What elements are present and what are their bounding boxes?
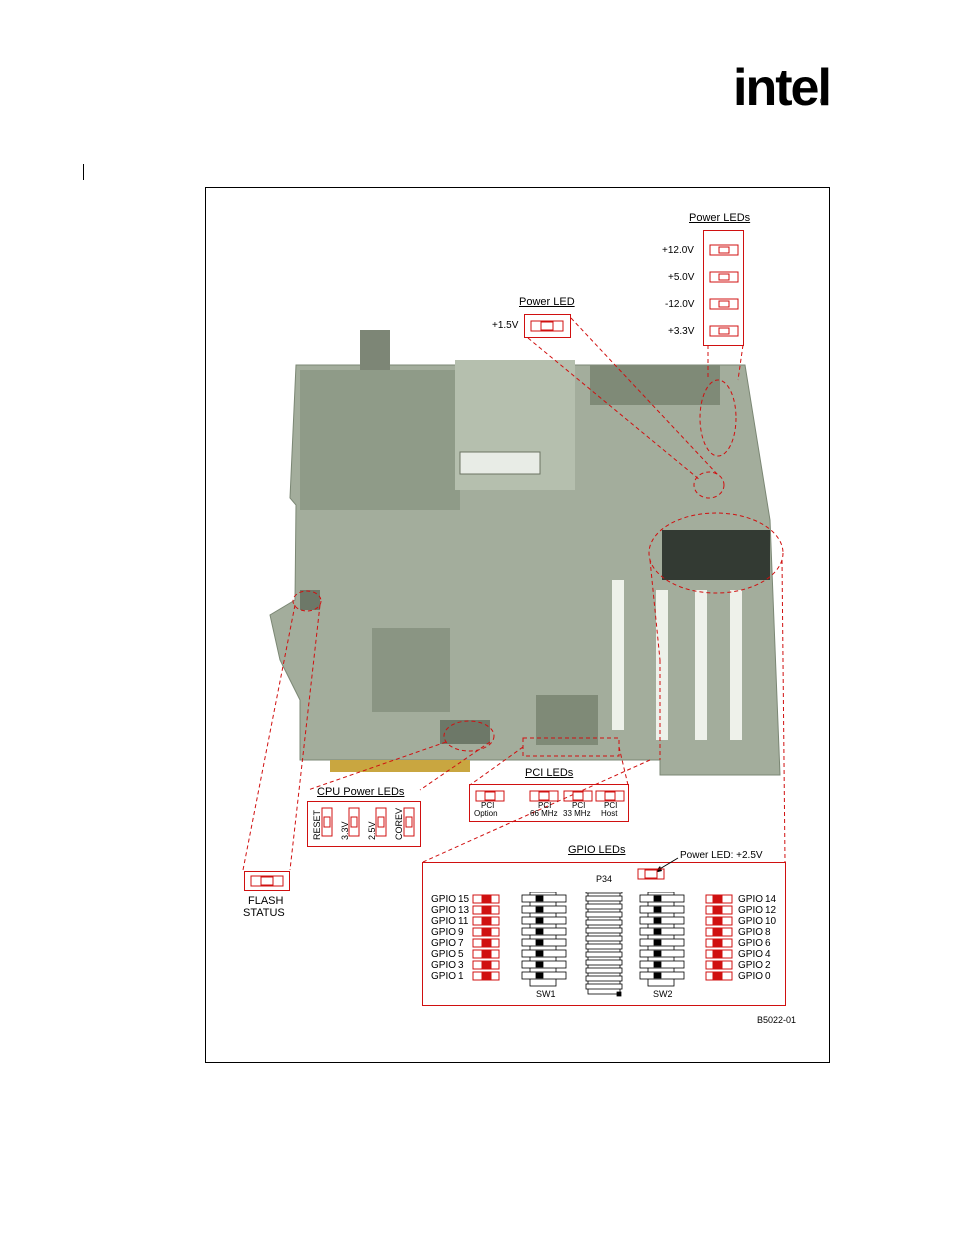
gpio-right-num: 4 <box>765 949 771 960</box>
gpio-left-num: 11 <box>458 916 469 927</box>
gpio-right-num: 10 <box>765 916 777 927</box>
gpio-right-name: GPIO <box>738 894 764 905</box>
flash-status-line2: STATUS <box>243 907 285 919</box>
gpio-left-num: 15 <box>458 894 470 905</box>
switch-sw2 <box>639 892 685 987</box>
gpio-led-column-right <box>705 894 733 981</box>
gpio-left-name: GPIO <box>431 916 457 927</box>
power-led-icons <box>709 244 739 337</box>
gpio-right-name: GPIO <box>738 938 764 949</box>
pci-leds-box <box>469 784 629 822</box>
gpio-left-num: 5 <box>458 949 464 960</box>
connector-label: P34 <box>596 874 613 884</box>
gpio-right-name: GPIO <box>738 916 764 927</box>
gpio-left-num: 7 <box>458 938 464 949</box>
gpio-left-name: GPIO <box>431 971 457 982</box>
gpio-left-name: GPIO <box>431 949 457 960</box>
led-1v5-icon <box>530 320 564 332</box>
gpio-right-name: GPIO <box>738 927 764 938</box>
gpio-left-name: GPIO <box>431 905 457 916</box>
gpio-left-num: 3 <box>458 960 464 971</box>
gpio-left-name: GPIO <box>431 938 457 949</box>
connector-p34 <box>585 892 623 997</box>
cpu-power-leds-box <box>307 801 421 847</box>
pci-66-line1: PCI <box>538 801 552 810</box>
gpio-right-num: 0 <box>765 971 771 982</box>
pci-option-line2: Option <box>474 809 498 818</box>
gpio-left-name: GPIO <box>431 960 457 971</box>
power-led-title: Power LED <box>519 296 575 308</box>
gpio-left-name: GPIO <box>431 894 457 905</box>
board-photo <box>269 330 781 776</box>
gpio-power-led-icon <box>637 857 679 880</box>
gpio-right-name: GPIO <box>738 949 764 960</box>
pci-leds-title: PCI LEDs <box>525 767 574 779</box>
gpio-power-led-label: Power LED: +2.5V <box>680 850 763 861</box>
cpu-led-icons <box>321 807 415 837</box>
gpio-right-num: 14 <box>765 894 777 905</box>
flash-status-line1: FLASH <box>248 895 284 907</box>
figure-frame <box>205 187 830 1063</box>
pci-option-line1: PCI <box>481 801 495 810</box>
gpio-led-array <box>472 892 733 997</box>
callout-lines <box>242 317 786 871</box>
gpio-left-num: 1 <box>458 971 464 982</box>
gpio-led-column-left <box>472 894 500 981</box>
pci-host-line2: Host <box>601 809 618 818</box>
gpio-right-name: GPIO <box>738 960 764 971</box>
pci-66-line2: 66 MHz <box>530 809 558 818</box>
gpio-left-name: GPIO <box>431 927 457 938</box>
power-led-label-12v: +12.0V <box>662 245 694 256</box>
power-led-label-5v: +5.0V <box>668 272 695 283</box>
gpio-right-name: GPIO <box>738 971 764 982</box>
pci-33-line1: PCI <box>572 801 586 810</box>
pci-33-line2: 33 MHz <box>563 809 591 818</box>
gpio-left-num: 13 <box>458 905 470 916</box>
power-led-label-3v3: +3.3V <box>668 326 695 337</box>
power-led-label-neg12v: -12.0V <box>665 299 695 310</box>
gpio-right-num: 8 <box>765 927 771 938</box>
pci-led-icons <box>475 790 625 802</box>
switch-left-label: SW1 <box>536 989 556 999</box>
cpu-power-leds-title: CPU Power LEDs <box>317 786 405 798</box>
registered-mark: ® <box>820 96 829 108</box>
flash-led-icon <box>250 875 284 887</box>
pci-host-line1: PCI <box>604 801 618 810</box>
gpio-right-num: 6 <box>765 938 771 949</box>
gpio-right-num: 12 <box>765 905 777 916</box>
power-leds-title: Power LEDs <box>689 212 751 224</box>
power-leds-box <box>703 230 744 346</box>
figure-id: B5022-01 <box>757 1015 797 1025</box>
gpio-leds-box <box>422 862 786 1006</box>
power-led-1v5-box <box>524 314 571 338</box>
flash-status-box <box>244 871 290 891</box>
power-led-1v5-label: +1.5V <box>492 320 519 331</box>
change-bar <box>83 164 84 180</box>
gpio-right-name: GPIO <box>738 905 764 916</box>
switch-sw1 <box>521 892 567 987</box>
gpio-left-num: 9 <box>458 927 464 938</box>
gpio-leds-title: GPIO LEDs <box>568 844 626 856</box>
switch-right-label: SW2 <box>653 989 673 999</box>
intel-logo: intel <box>733 59 832 117</box>
gpio-right-num: 2 <box>765 960 771 971</box>
